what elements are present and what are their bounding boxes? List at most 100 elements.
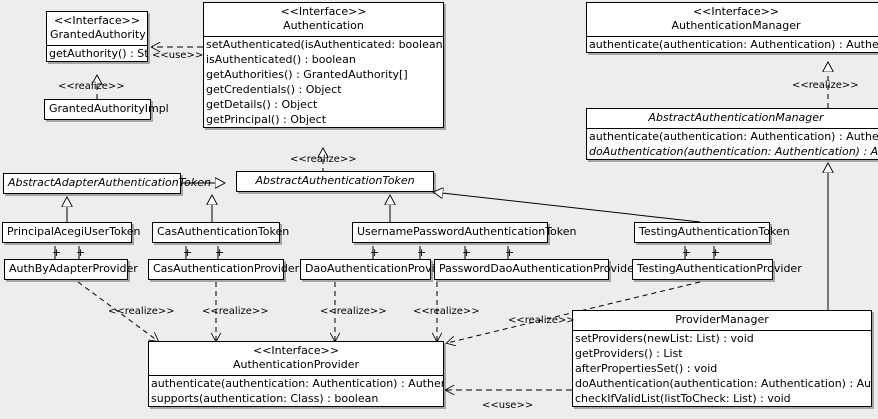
divider (587, 128, 878, 129)
class-header: TestingAuthenticationToken (635, 223, 790, 242)
class-header: CasAuthenticationProvider (149, 260, 300, 279)
class-name: DaoAuthenticationProvider (305, 262, 453, 275)
class-name: CasAuthenticationToken (157, 225, 290, 238)
member: getAuthority() : String (49, 47, 147, 60)
relationship-label-realize-password-dao: <<realize>> (413, 306, 480, 317)
member-list: authenticate(authentication: Authenticat… (587, 129, 878, 159)
divider (587, 36, 878, 37)
class-authentication-manager[interactable]: <<Interface>> AuthenticationManager auth… (586, 2, 878, 53)
member: isAuthenticated() : boolean (206, 53, 356, 66)
class-header: GrantedAuthorityImpl (45, 100, 169, 119)
divider (47, 45, 147, 46)
member-list: setProviders(newList: List) : void getPr… (573, 331, 871, 406)
class-header: DaoAuthenticationProvider (301, 260, 453, 279)
class-name: UsernamePasswordAuthenticationToken (357, 225, 577, 238)
member: getCredentials() : Object (206, 83, 342, 96)
class-header: <<Interface>> Authentication (204, 3, 443, 36)
class-abstract-adapter-authentication-token[interactable]: AbstractAdapterAuthenticationToken (3, 173, 211, 194)
class-authentication[interactable]: <<Interface>> Authentication setAuthenti… (203, 2, 444, 128)
class-name: PasswordDaoAuthenticationProvider (439, 262, 639, 275)
class-authentication-provider[interactable]: <<Interface>> AuthenticationProvider aut… (148, 341, 444, 407)
multiplicity-marker: + (417, 246, 427, 259)
divider (204, 36, 443, 37)
relationship-label-realize-provider-manager: <<realize>> (508, 315, 575, 326)
class-name: GrantedAuthorityImpl (49, 102, 169, 115)
member: supports(authentication: Class) : boolea… (151, 392, 379, 405)
class-testing-authentication-token[interactable]: TestingAuthenticationToken (634, 222, 790, 243)
multiplicity-marker: + (76, 246, 86, 259)
member: getDetails() : Object (206, 98, 318, 111)
class-header: AuthByAdapterProvider (5, 260, 138, 279)
class-cas-authentication-token[interactable]: CasAuthenticationToken (152, 222, 290, 243)
member: getAuthorities() : GrantedAuthority[] (206, 68, 408, 81)
multiplicity-marker: + (215, 246, 225, 259)
class-testing-authentication-provider[interactable]: TestingAuthenticationProvider (632, 259, 802, 280)
class-name: ProviderManager (675, 313, 769, 326)
class-name: PrincipalAcegiUserToken (7, 225, 141, 238)
member-list: getAuthority() : String (47, 46, 147, 61)
class-header: PasswordDaoAuthenticationProvider (435, 260, 639, 279)
multiplicity-marker: + (52, 246, 62, 259)
member: authenticate(authentication: Authenticat… (589, 38, 878, 51)
member: authenticate(authentication: Authenticat… (151, 377, 443, 390)
class-name: TestingAuthenticationProvider (637, 262, 802, 275)
relationship-label-realize-abstract-authentication-token: <<realize>> (290, 154, 357, 165)
member: doAuthentication(authentication: Authent… (589, 145, 878, 158)
class-name: TestingAuthenticationToken (639, 225, 790, 238)
member-list: setAuthenticated(isAuthenticated: boolea… (204, 37, 443, 127)
member: doAuthentication(authentication: Authent… (575, 377, 871, 390)
class-name: AuthenticationManager (671, 19, 801, 32)
class-name: CasAuthenticationProvider (153, 262, 300, 275)
class-header: AbstractAuthenticationToken (237, 172, 433, 191)
multiplicity-marker: + (462, 246, 472, 259)
member: getProviders() : List (575, 347, 683, 360)
class-cas-authentication-provider[interactable]: CasAuthenticationProvider (148, 259, 300, 280)
class-name: GrantedAuthority (50, 28, 146, 41)
class-header: UsernamePasswordAuthenticationToken (353, 223, 577, 242)
class-abstract-authentication-manager[interactable]: AbstractAuthenticationManager authentica… (586, 108, 878, 160)
class-granted-authority-impl[interactable]: GrantedAuthorityImpl (44, 99, 169, 120)
class-header: <<Interface>> AuthenticationManager (587, 3, 878, 36)
member: setAuthenticated(isAuthenticated: boolea… (206, 38, 443, 51)
stereotype-label: <<Interface>> (692, 5, 780, 18)
class-provider-manager[interactable]: ProviderManager setProviders(newList: Li… (572, 310, 872, 407)
member: authenticate(authentication: Authenticat… (589, 130, 878, 143)
relationship-label-realize-auth-by-adapter: <<realize>> (108, 306, 175, 317)
member: getPrincipal() : Object (206, 113, 327, 126)
relationship-label-use-provider-manager: <<use>> (482, 400, 534, 411)
class-header: <<Interface>> GrantedAuthority (47, 12, 147, 45)
divider (149, 375, 443, 376)
member: setProviders(newList: List) : void (575, 332, 754, 345)
class-granted-authority[interactable]: <<Interface>> GrantedAuthority getAuthor… (46, 11, 148, 62)
relationship-label-realize-dao: <<realize>> (320, 306, 387, 317)
stereotype-label: <<Interface>> (280, 5, 367, 18)
class-header: AbstractAuthenticationManager (587, 109, 878, 128)
class-header: <<Interface>> AuthenticationProvider (149, 342, 443, 375)
class-name: AuthenticationProvider (232, 358, 360, 371)
class-header: TestingAuthenticationProvider (633, 260, 802, 279)
class-auth-by-adapter-provider[interactable]: AuthByAdapterProvider (4, 259, 138, 280)
class-password-dao-authentication-provider[interactable]: PasswordDaoAuthenticationProvider (434, 259, 639, 280)
class-header: CasAuthenticationToken (153, 223, 290, 242)
class-name: AbstractAuthenticationToken (255, 174, 415, 187)
class-header: ProviderManager (573, 311, 871, 330)
member-list: authenticate(authentication: Authenticat… (587, 37, 878, 52)
multiplicity-marker: + (183, 246, 193, 259)
class-dao-authentication-provider[interactable]: DaoAuthenticationProvider (300, 259, 453, 280)
class-abstract-authentication-token[interactable]: AbstractAuthenticationToken (236, 171, 434, 192)
relationship-label-realize-cas: <<realize>> (202, 306, 269, 317)
multiplicity-marker: + (711, 246, 721, 259)
class-header: AbstractAdapterAuthenticationToken (4, 174, 211, 193)
class-name: AbstractAuthenticationManager (648, 111, 824, 124)
class-principal-acegi-user-token[interactable]: PrincipalAcegiUserToken (2, 222, 141, 243)
class-name: AuthByAdapterProvider (9, 262, 138, 275)
multiplicity-marker: + (682, 246, 692, 259)
multiplicity-marker: + (505, 246, 515, 259)
member-list: authenticate(authentication: Authenticat… (149, 376, 443, 406)
class-username-password-authentication-token[interactable]: UsernamePasswordAuthenticationToken (352, 222, 577, 243)
stereotype-label: <<Interface>> (53, 14, 141, 27)
stereotype-label: <<Interface>> (252, 344, 340, 357)
multiplicity-marker: + (370, 246, 380, 259)
member: checkIfValidList(listToCheck: List) : vo… (575, 392, 791, 405)
